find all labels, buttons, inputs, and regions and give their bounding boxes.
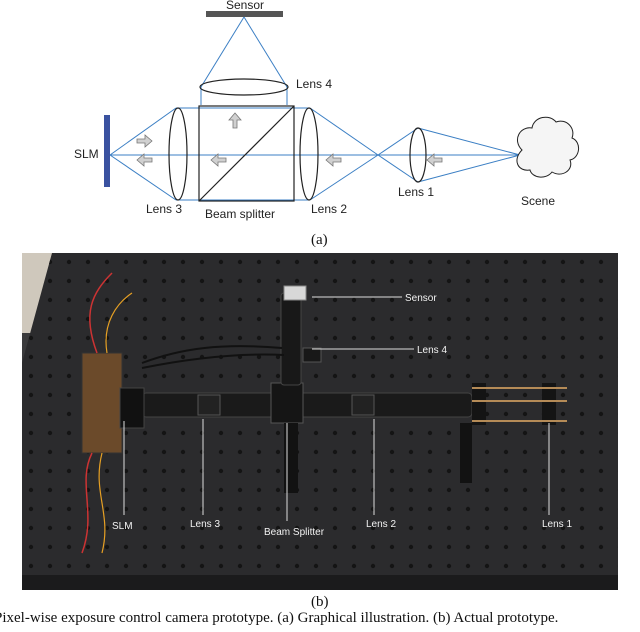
beam-splitter-diagonal <box>198 105 295 202</box>
photo-label-beam-splitter: Beam Splitter <box>264 527 325 538</box>
photo-label-lens2: Lens 2 <box>366 519 396 530</box>
arrow-left-icon <box>210 153 227 167</box>
scene-cloud-icon <box>516 116 579 178</box>
lens1-shape <box>409 127 427 183</box>
lens4-shape <box>199 78 289 96</box>
prototype-photo-drawing: Sensor Lens 4 SLM Lens 3 Beam Splitter L… <box>22 253 618 590</box>
diagram-label-scene: Scene <box>521 194 555 208</box>
optical-schematic-diagram: Sensor Lens 4 SLM Lens 3 Beam splitter L… <box>74 0 579 221</box>
arrow-up-icon <box>228 112 242 129</box>
arrow-right-icon <box>136 134 153 148</box>
lens3-shape <box>168 107 188 201</box>
photo-label-lens4: Lens 4 <box>417 345 447 356</box>
diagram-label-lens2: Lens 2 <box>311 202 347 216</box>
beam-splitter-cube-photo <box>270 382 304 424</box>
main-tube <box>141 392 473 418</box>
diagram-label-beam-splitter: Beam splitter <box>205 207 275 221</box>
figure-caption-text: Pixel-wise exposure control camera proto… <box>0 610 559 626</box>
light-direction-arrows <box>136 112 443 167</box>
lens2-shape <box>299 107 319 201</box>
beam-splitter-cube <box>198 105 295 202</box>
main-rays <box>109 107 521 201</box>
slm-panel <box>104 115 110 187</box>
diagram-label-lens1: Lens 1 <box>398 185 434 199</box>
arrow-left-icon <box>426 153 443 167</box>
sensor-rays <box>200 16 288 105</box>
diagram-label-slm: SLM <box>74 147 99 161</box>
photo-label-lens1: Lens 1 <box>542 519 572 530</box>
arrow-left-icon <box>136 153 153 167</box>
subfigure-caption-b: (b) <box>311 594 329 610</box>
diagram-label-lens3: Lens 3 <box>146 202 182 216</box>
diagram-label-lens4: Lens 4 <box>296 77 332 91</box>
slm-board <box>81 352 123 454</box>
photo-label-slm: SLM <box>112 521 133 532</box>
photo-label-sensor: Sensor <box>405 293 437 304</box>
arrow-left-icon <box>325 153 342 167</box>
sensor-bar <box>206 11 283 17</box>
prototype-photo: Sensor Lens 4 SLM Lens 3 Beam Splitter L… <box>22 253 618 590</box>
diagram-label-sensor: Sensor <box>226 0 264 12</box>
figure-caption: Pixel-wise exposure control camera proto… <box>0 610 640 632</box>
photo-label-lens3: Lens 3 <box>190 519 220 530</box>
subfigure-caption-a: (a) <box>311 232 328 248</box>
vertical-tube <box>280 292 302 386</box>
